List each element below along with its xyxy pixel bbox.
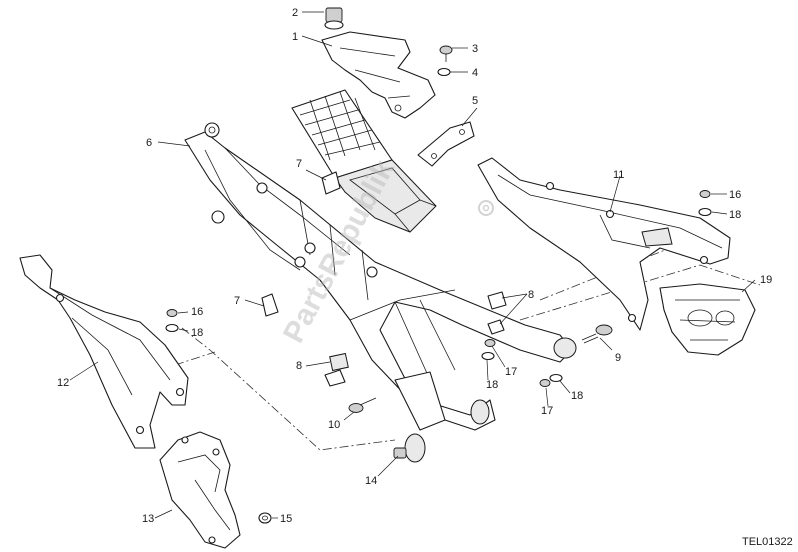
part-17-screw-mid bbox=[484, 339, 496, 347]
callout-13: 13 bbox=[142, 513, 154, 525]
callout-labels: 2 1 3 4 5 6 7 7 8 8 9 10 11 12 13 14 15 … bbox=[57, 7, 772, 525]
callout-6: 6 bbox=[146, 137, 152, 149]
callout-18-right: 18 bbox=[729, 209, 741, 221]
part-5-bracket bbox=[417, 121, 475, 167]
callout-8-right: 8 bbox=[528, 289, 534, 301]
electronics-tray bbox=[291, 89, 437, 233]
part-6-rear-subframe bbox=[184, 122, 577, 463]
callout-19: 19 bbox=[760, 274, 772, 286]
callout-10: 10 bbox=[328, 419, 340, 431]
callout-14: 14 bbox=[365, 475, 377, 487]
callout-18-mid: 18 bbox=[486, 379, 498, 391]
callout-12: 12 bbox=[57, 377, 69, 389]
part-18-washer-low bbox=[549, 373, 563, 383]
callout-2: 2 bbox=[292, 7, 298, 19]
part-18-washer-right bbox=[698, 207, 712, 217]
part-13-lower-cover bbox=[159, 431, 241, 549]
callout-11: 11 bbox=[613, 169, 624, 181]
callout-7-top: 7 bbox=[296, 158, 302, 170]
callout-5: 5 bbox=[472, 95, 478, 107]
callout-15: 15 bbox=[280, 513, 292, 525]
part-1-bracket bbox=[321, 31, 436, 119]
gear-icon bbox=[478, 200, 494, 216]
part-9-screw bbox=[581, 324, 613, 344]
part-14-bolt bbox=[393, 447, 407, 459]
part-12-left-side-panel bbox=[19, 254, 189, 449]
callout-16-left: 16 bbox=[191, 306, 203, 318]
callout-17-mid: 17 bbox=[505, 366, 517, 378]
callout-18-left: 18 bbox=[191, 327, 203, 339]
callout-8-left: 8 bbox=[296, 360, 302, 372]
callout-9: 9 bbox=[615, 352, 621, 364]
callout-3: 3 bbox=[472, 43, 478, 55]
callout-16-right: 16 bbox=[729, 189, 741, 201]
drawing-code: TEL01322 bbox=[742, 536, 793, 548]
part-7-bracket-left bbox=[261, 293, 279, 317]
part-2-cap bbox=[324, 7, 344, 30]
part-8-clip-left bbox=[324, 352, 349, 387]
part-16-screw-left bbox=[166, 309, 178, 317]
part-3-screw bbox=[439, 45, 453, 62]
part-17-screw-low bbox=[539, 379, 551, 387]
callout-18-low: 18 bbox=[571, 390, 583, 402]
callout-7-left: 7 bbox=[234, 295, 240, 307]
part-10-screw bbox=[348, 397, 377, 413]
part-18-washer-left bbox=[165, 323, 179, 333]
part-7-bracket-top bbox=[321, 171, 341, 195]
part-15-grommet bbox=[258, 512, 272, 524]
leader-lines bbox=[69, 11, 756, 519]
part-19-right-inner-panel bbox=[659, 283, 756, 356]
callout-1: 1 bbox=[292, 31, 298, 43]
part-11-right-side-panel bbox=[477, 157, 731, 331]
callout-4: 4 bbox=[472, 67, 478, 79]
part-18-washer-mid bbox=[481, 351, 495, 361]
callout-17-low: 17 bbox=[541, 405, 553, 417]
part-16-screw-right bbox=[699, 190, 711, 198]
part-4-washer bbox=[437, 67, 451, 77]
